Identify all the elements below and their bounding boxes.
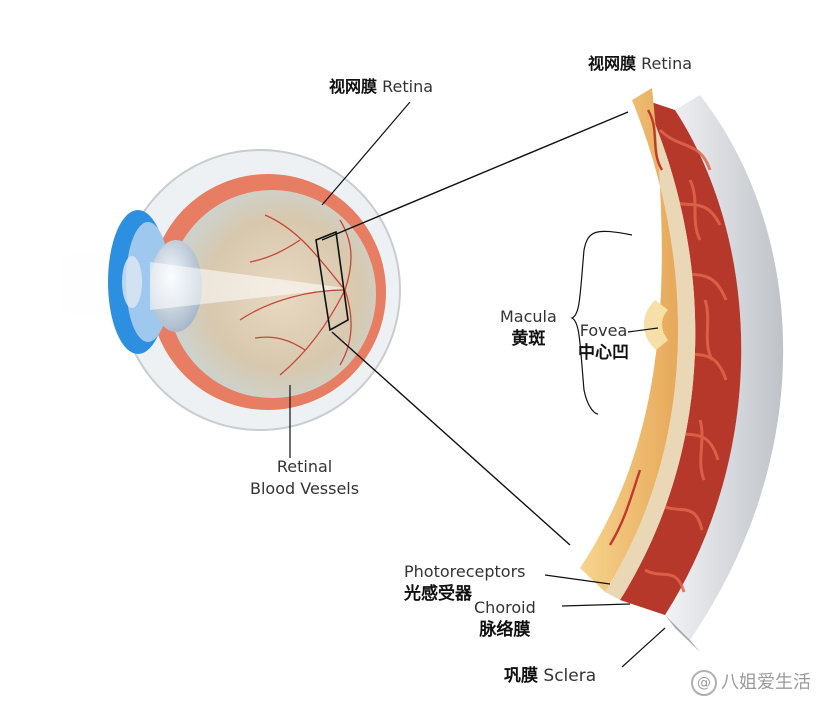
watermark: @八姐爱生活 [691, 668, 811, 696]
label-retinal-vessels: Retinal Blood Vessels [250, 456, 359, 499]
fovea-zh: 中心凹 [578, 342, 629, 363]
retina-section-en: Retina [641, 54, 693, 73]
retina-section-zh: 视网膜 [588, 54, 637, 73]
label-leaders [289, 101, 666, 668]
label-retina-eye: 视网膜 Retina [329, 77, 434, 96]
macula-en: Macula [500, 307, 557, 326]
retinal-vessels-line1: Retinal [276, 457, 333, 476]
photoreceptors-en: Photoreceptors [404, 562, 526, 581]
eyeball [108, 149, 401, 431]
label-sclera: 巩膜 Sclera [504, 666, 597, 687]
label-fovea: Fovea 中心凹 [578, 320, 629, 365]
zoom-lines [321, 111, 629, 546]
photoreceptors-zh: 光感受器 [404, 583, 472, 604]
retina-eye-en: Retina [382, 77, 434, 96]
retina-eye-zh: 视网膜 [329, 77, 378, 96]
fovea-en: Fovea [579, 321, 628, 340]
choroid-en: Choroid [474, 598, 536, 617]
label-macula: Macula 黄斑 [500, 306, 557, 351]
choroid-zh: 脉络膜 [479, 619, 531, 640]
label-retina-section: 视网膜 Retina [588, 54, 693, 73]
sclera-en: Sclera [543, 666, 597, 686]
watermark-text: 八姐爱生活 [721, 672, 811, 693]
retinal-vessels-line2: Blood Vessels [250, 478, 360, 498]
retina-cross-section [580, 88, 784, 652]
macula-zh: 黄斑 [511, 328, 546, 349]
watermark-icon: @ [691, 670, 717, 696]
sclera-zh: 巩膜 [504, 666, 538, 686]
label-photoreceptors: Photoreceptors 光感受器 [404, 561, 525, 606]
label-choroid: Choroid 脉络膜 [474, 597, 536, 642]
